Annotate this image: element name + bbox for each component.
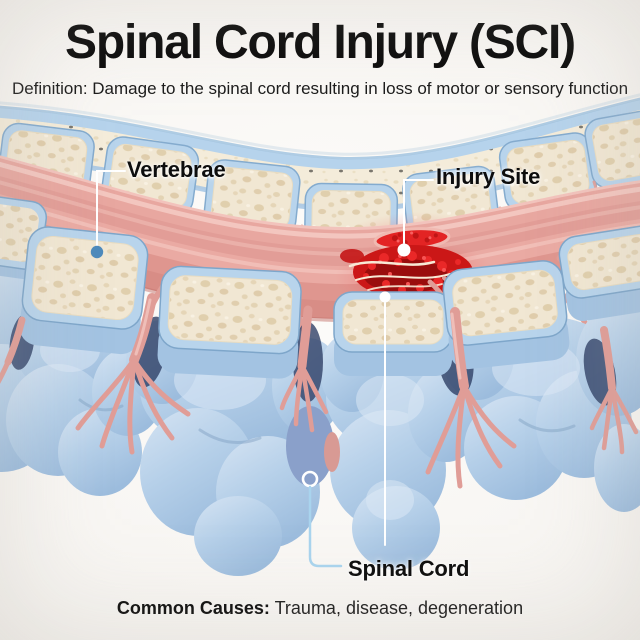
injury-site-leader-line [403,179,434,244]
spinal-cord-label: Spinal Cord [348,556,470,581]
injury-surface-strip [373,227,451,251]
spinal-canal-cord [286,406,334,486]
common-causes-label: Common Causes: [116,598,270,618]
injury-lower-marker-dot [379,291,391,303]
common-causes-caption: Common Causes: Trauma, disease, degenera… [0,599,640,617]
vertebrae-label: Vertebrae [127,157,226,182]
spinal-cord-blue-leader-line [308,485,343,568]
injury-site-marker-dot [397,243,411,257]
nerve-roots-lower [0,293,639,489]
page-title: Spinal Cord Injury (SCI) [65,16,576,69]
definition-text: Definition: Damage to the spinal cord re… [11,79,629,98]
leader-lines [90,170,434,568]
body-creases [78,398,576,444]
canal-nerve [324,432,340,472]
lower-vertebrae-faces [0,194,640,379]
vertebrae-marker-dot [90,245,104,259]
vertebrae-leader-line [96,170,126,247]
common-causes-text: Trauma, disease, degeneration [269,598,524,618]
injury-site-label: Injury Site [436,164,541,189]
